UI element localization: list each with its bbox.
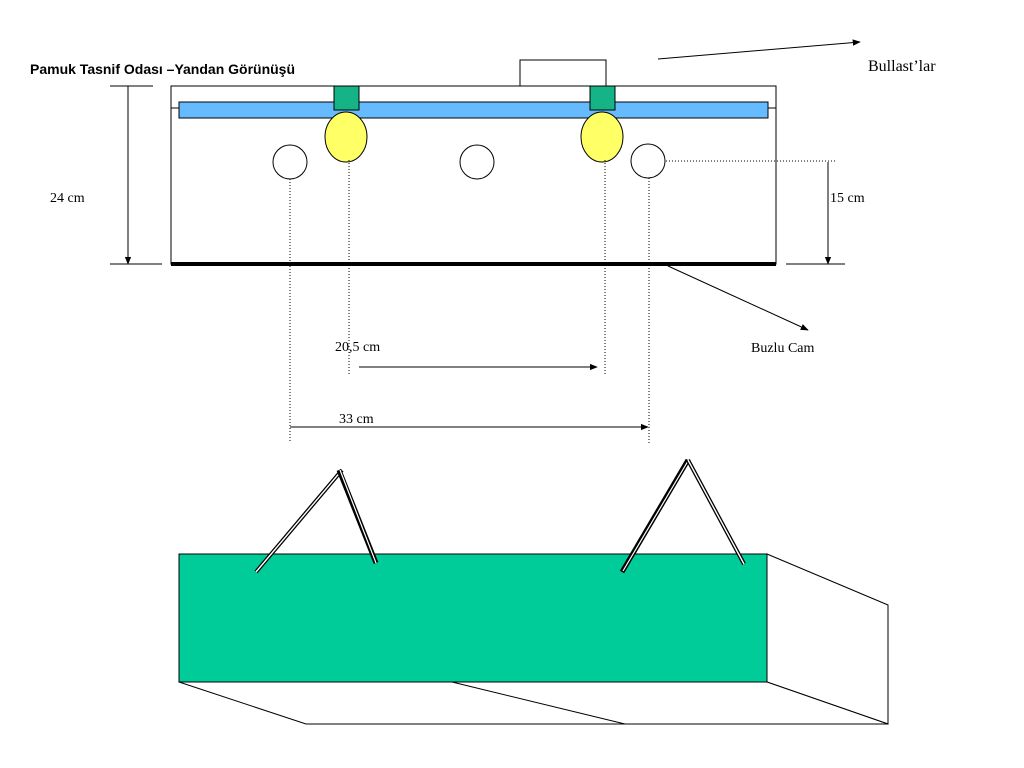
label-ballasts: Bullast’lar <box>868 58 936 75</box>
hanger-left <box>254 468 379 574</box>
ballast-left <box>333 85 360 111</box>
label-frosted-glass: Buzlu Cam <box>751 341 815 356</box>
label-height-total: 24 cm <box>50 191 85 206</box>
perspective-box <box>178 458 889 725</box>
lamp-circle-1 <box>272 144 308 180</box>
arrow-frosted-glass <box>667 265 809 331</box>
box-bottom-divider <box>451 681 626 725</box>
label-span-inner: 20,5 cm <box>335 340 381 355</box>
diffuser-bar <box>178 101 769 119</box>
box-bottom-face <box>178 681 889 725</box>
diagram-title: Pamuk Tasnif Odası –Yandan Görünüşü <box>30 61 296 77</box>
lamp-left <box>324 111 368 163</box>
lamp-circle-2 <box>459 144 495 180</box>
hanger-right <box>619 458 746 574</box>
lamp-right <box>580 111 624 163</box>
lamp-circle-3 <box>630 143 666 179</box>
label-span-outer: 33 cm <box>339 412 374 427</box>
top-box <box>519 59 607 87</box>
box-front-face <box>178 553 768 683</box>
arrow-ballasts <box>657 39 861 60</box>
side-view <box>110 39 861 443</box>
ballast-right <box>589 85 616 111</box>
label-height-lamp: 15 cm <box>830 191 865 206</box>
